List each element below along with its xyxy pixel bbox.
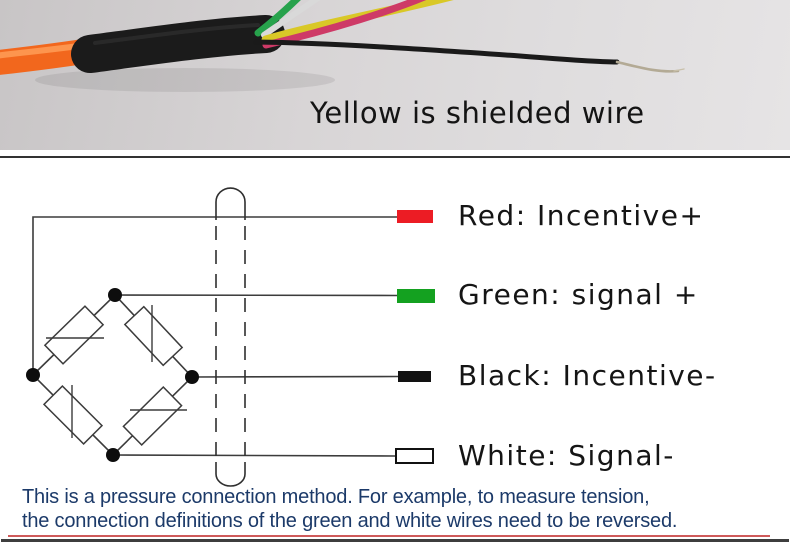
footer-red-underline	[8, 535, 770, 537]
green-wire-line	[114, 294, 398, 297]
section-divider	[0, 156, 790, 158]
cable-sheath-bottom	[215, 462, 246, 487]
gauge-bottom-right	[122, 386, 183, 446]
footer-note-line1: This is a pressure connection method. Fo…	[22, 486, 650, 508]
black-wire-line	[191, 375, 399, 378]
green-wire-label: Green: signal +	[458, 278, 699, 311]
green-wire-swatch	[397, 289, 435, 303]
gauge-top-right	[123, 305, 184, 367]
black-wire-label: Black: Incentive-	[458, 359, 717, 392]
node-bottom	[106, 448, 120, 462]
heat-shrink-sheen	[93, 23, 260, 45]
node-top	[108, 288, 122, 302]
white-wire	[261, 0, 321, 38]
black-wire	[253, 39, 620, 65]
node-right	[185, 370, 199, 384]
footer-bottom-rule	[1, 539, 789, 542]
green-wire	[254, 0, 301, 37]
cable-shadow	[35, 68, 335, 92]
red-wire-label: Red: Incentive+	[458, 199, 705, 232]
heat-shrink	[71, 15, 285, 73]
red-wire-swatch	[397, 210, 433, 223]
bridge-diamond	[31, 293, 194, 457]
pink-wire	[262, 0, 427, 49]
black-wire-swatch	[398, 371, 431, 382]
cable-photo-art	[0, 0, 685, 92]
gauge-bottom-left	[42, 384, 104, 446]
cable-sheath-top	[215, 187, 246, 220]
cable-photo: Yellow is shielded wire	[0, 0, 790, 150]
stripped-wire-tip	[615, 60, 680, 73]
white-wire-label: White: Signal-	[458, 439, 675, 472]
white-wire-line	[112, 454, 396, 457]
photo-caption: Yellow is shielded wire	[310, 96, 645, 130]
red-wire-line	[32, 216, 397, 375]
footer-note-line2: the connection definitions of the green …	[22, 510, 678, 532]
stripped-wire-strand	[673, 68, 685, 72]
gauge-top-left	[43, 305, 105, 365]
node-left	[26, 368, 40, 382]
white-wire-swatch	[395, 448, 434, 464]
